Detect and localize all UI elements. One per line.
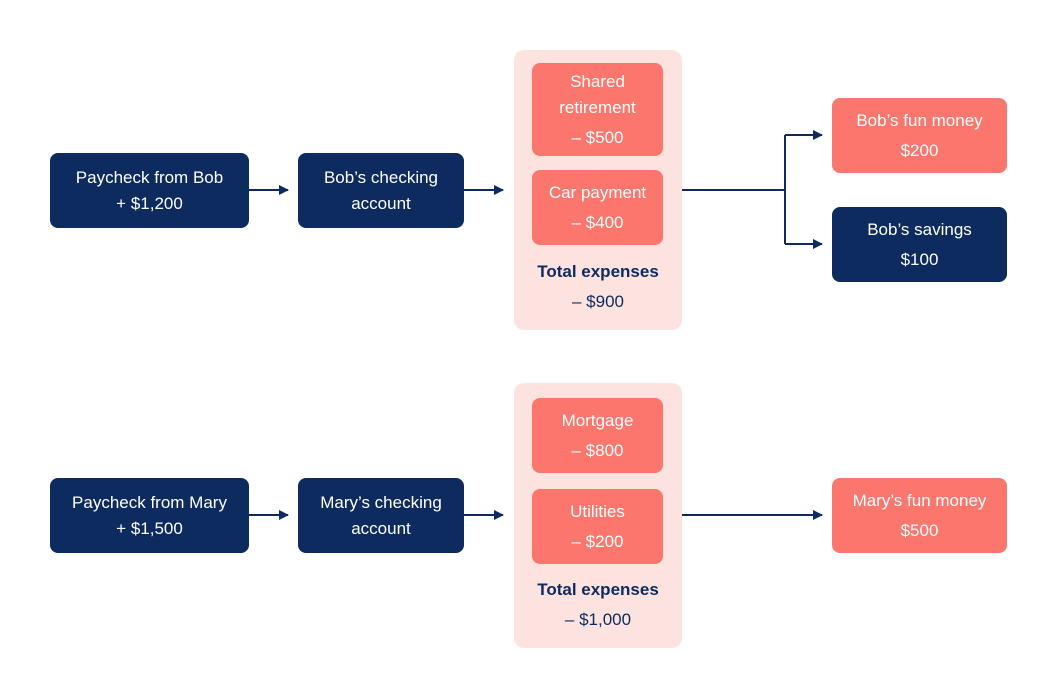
mary-fun-money-amount: $500 [900, 520, 939, 540]
expense-amount: – $500 [571, 127, 624, 147]
expense-label: Mortgage [561, 410, 634, 430]
bob-paycheck-box: Paycheck from Bob + $1,200 [50, 153, 249, 228]
bob-checking-line2: account [351, 193, 411, 213]
bob-savings-amount: $100 [900, 249, 939, 269]
total-expenses-label: Total expenses [537, 262, 659, 281]
mary-checking-box: Mary’s checking account [298, 478, 464, 553]
mary-checking-line2: account [351, 518, 411, 538]
expense-label: Utilities [570, 501, 625, 521]
expense-label-line2: retirement [559, 97, 636, 117]
bob-checking-box: Bob’s checking account [298, 153, 464, 228]
mary-expense-utilities: Utilities – $200 [532, 489, 663, 564]
mary-fun-money-title: Mary’s fun money [852, 490, 987, 510]
mary-paycheck-title: Paycheck from Mary [72, 492, 227, 512]
mary-fun-money-box: Mary’s fun money $500 [832, 478, 1007, 553]
mary-checking-line1: Mary’s checking [320, 492, 442, 512]
total-expenses-value: – $1,000 [564, 610, 632, 629]
bob-expense-shared-retirement: Shared retirement – $500 [532, 63, 663, 156]
total-expenses-value: – $900 [572, 292, 624, 311]
mary-paycheck-amount: + $1,500 [116, 518, 183, 538]
expense-label-line1: Shared [570, 71, 625, 91]
expense-label: Car payment [548, 182, 647, 202]
expense-amount: – $800 [571, 440, 624, 460]
bob-savings-title: Bob’s savings [867, 219, 972, 239]
total-expenses-label: Total expenses [537, 580, 659, 599]
bob-savings-box: Bob’s savings $100 [832, 207, 1007, 282]
bob-expense-car-payment: Car payment – $400 [532, 170, 663, 245]
mary-paycheck-box: Paycheck from Mary + $1,500 [50, 478, 249, 553]
bob-fun-money-amount: $200 [900, 140, 939, 160]
mary-expense-mortgage: Mortgage – $800 [532, 398, 663, 473]
bob-checking-line1: Bob’s checking [323, 167, 439, 187]
bob-paycheck-title: Paycheck from Bob [75, 167, 224, 187]
bob-fun-money-title: Bob’s fun money [856, 110, 983, 130]
bob-paycheck-amount: + $1,200 [116, 193, 183, 213]
expense-amount: – $200 [571, 531, 624, 551]
expense-amount: – $400 [571, 212, 624, 232]
mary-total-expenses: Total expenses – $1,000 [514, 575, 682, 635]
bob-total-expenses: Total expenses – $900 [514, 257, 682, 317]
bob-fun-money-box: Bob’s fun money $200 [832, 98, 1007, 173]
